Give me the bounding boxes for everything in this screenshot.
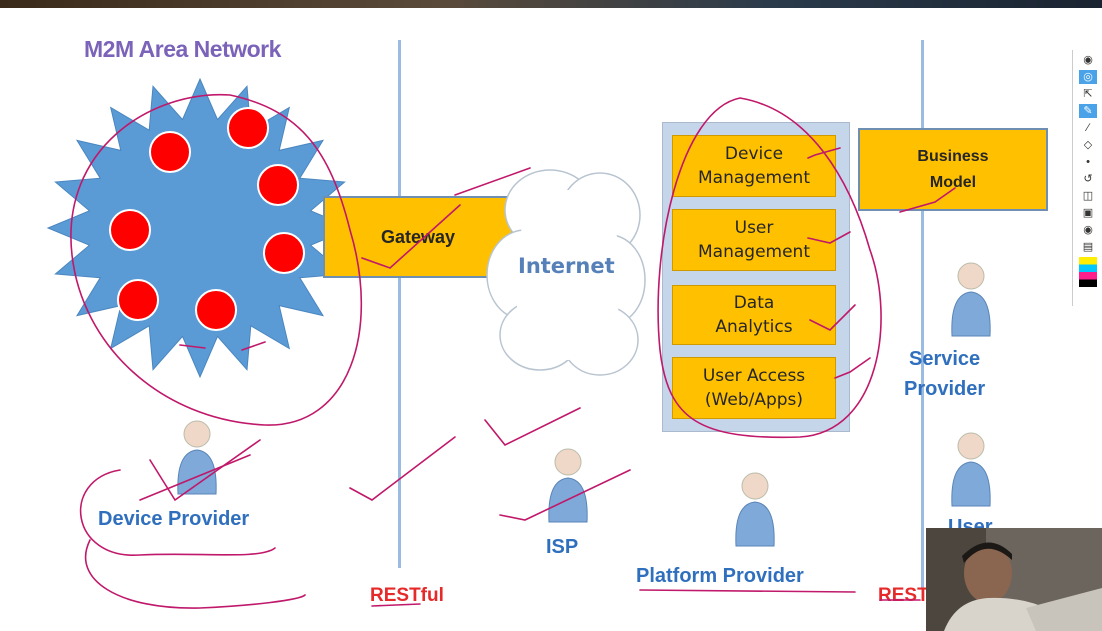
service-provider-label: Service Provider [904, 348, 986, 400]
camera-icon[interactable]: ◉ [1083, 224, 1093, 236]
lightbulb-icon[interactable]: ◉ [1083, 54, 1093, 66]
presenter-image [926, 528, 1102, 631]
m2m-network-starburst [46, 77, 354, 379]
annotation-circle-network [70, 93, 363, 426]
network-node [117, 279, 159, 321]
line-icon[interactable]: ∕ [1087, 122, 1089, 134]
divider-line-left [398, 40, 401, 568]
data-analytics-box: Data Analytics [672, 285, 836, 345]
cursor-icon[interactable]: ⇱ [1083, 88, 1093, 100]
platform-provider-person-icon [735, 472, 775, 547]
network-node [149, 131, 191, 173]
network-node [227, 107, 269, 149]
annotation-circle-platform [657, 97, 882, 439]
business-model-box: Business Model [858, 128, 1048, 211]
pen-icon[interactable]: ✎ [1079, 104, 1097, 118]
user-management-box: User Management [672, 209, 836, 271]
user-access-box: User Access (Web/Apps) [672, 357, 836, 419]
network-node [195, 289, 237, 331]
color-palette-icon[interactable] [1079, 257, 1097, 287]
screen-icon[interactable]: ▣ [1082, 207, 1094, 219]
device-provider-label: Device Provider [98, 508, 250, 530]
device-management-box: Device Management [672, 135, 836, 197]
network-node [257, 164, 299, 206]
clipboard-icon[interactable]: ▤ [1082, 241, 1094, 253]
restful-label-left: RESTful [370, 585, 444, 606]
internet-label: Internet [518, 254, 615, 278]
device-provider-person-icon [177, 420, 217, 495]
window-top-strip [0, 0, 1102, 8]
gateway-box: Gateway [323, 196, 513, 278]
service-provider-person-icon [951, 262, 991, 337]
dot-icon[interactable]: • [1086, 156, 1090, 168]
user-person-icon [951, 432, 991, 507]
undo-icon[interactable]: ↺ [1083, 173, 1093, 185]
isp-label: ISP [546, 536, 579, 558]
platform-provider-label: Platform Provider [636, 565, 804, 587]
network-node [109, 209, 151, 251]
eye-icon[interactable]: ◎ [1079, 70, 1097, 84]
webcam-overlay [926, 528, 1102, 631]
internet-cloud [486, 169, 646, 376]
eraser-icon[interactable]: ◇ [1083, 139, 1093, 151]
annotation-toolbar: ◉ ◎ ⇱ ✎ ∕ ◇ • ↺ ◫ ▣ ◉ ▤ [1072, 50, 1102, 306]
trash-icon[interactable]: ◫ [1082, 190, 1094, 202]
divider-line-right [921, 40, 924, 588]
network-node [263, 232, 305, 274]
m2m-area-network-title: M2M Area Network [84, 36, 281, 62]
